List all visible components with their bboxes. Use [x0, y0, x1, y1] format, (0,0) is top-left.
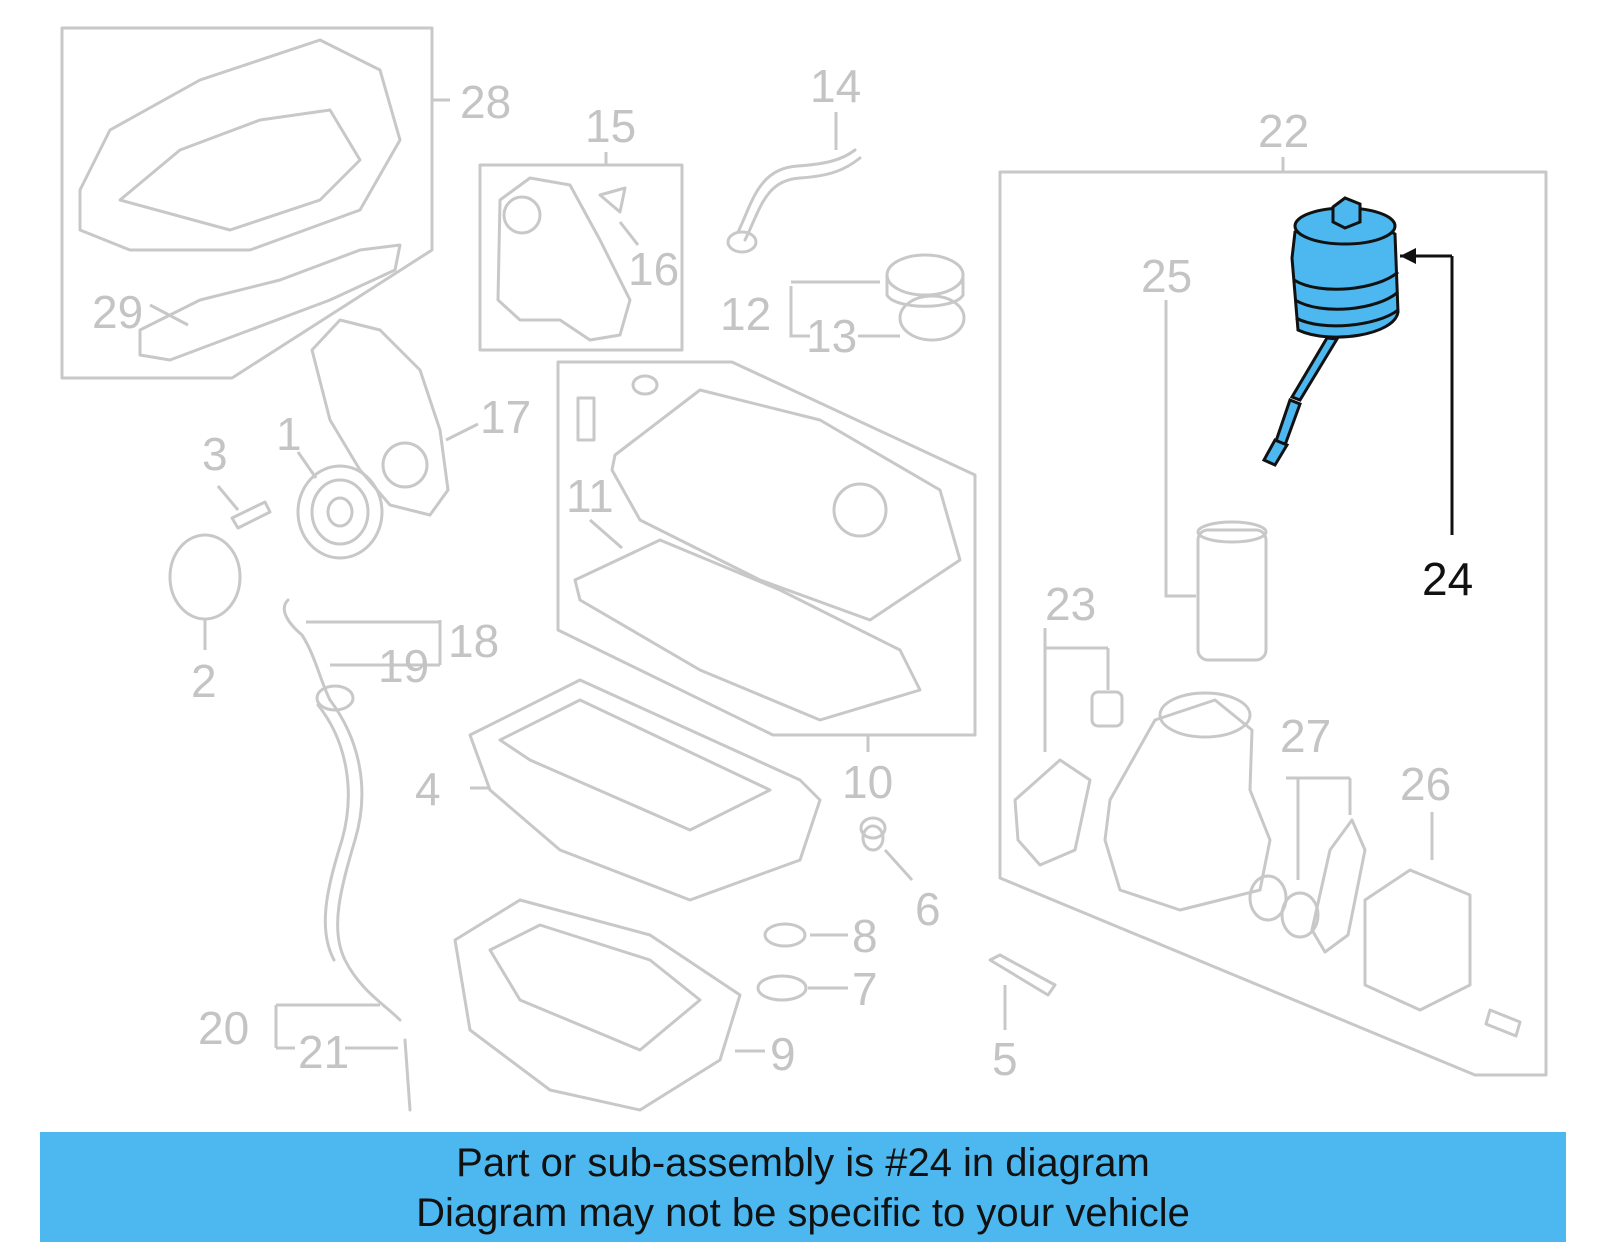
crank-pulley — [168, 451, 384, 650]
callout-28[interactable]: 28 — [460, 76, 511, 128]
callout-12[interactable]: 12 — [720, 288, 771, 340]
callout-22[interactable]: 22 — [1258, 105, 1309, 157]
callout-11[interactable]: 11 — [566, 470, 614, 522]
info-banner: Part or sub-assembly is #24 in diagram D… — [40, 1132, 1566, 1242]
callout-19[interactable]: 19 — [378, 640, 429, 692]
callout-23[interactable]: 23 — [1045, 578, 1096, 630]
oil-filter-cap-highlighted[interactable] — [1261, 196, 1400, 467]
banner-disclaimer-line: Diagram may not be specific to your vehi… — [416, 1191, 1190, 1235]
callout-3[interactable]: 3 — [202, 428, 228, 480]
callout-6[interactable]: 6 — [915, 883, 941, 935]
callout-10[interactable]: 10 — [842, 756, 893, 808]
callout-20[interactable]: 20 — [198, 1002, 249, 1054]
callout-17[interactable]: 17 — [480, 391, 531, 443]
oil-filter-housing-group — [998, 157, 1548, 1077]
callout-4[interactable]: 4 — [415, 763, 441, 815]
callout-27[interactable]: 27 — [1280, 710, 1331, 762]
lower-oil-pan — [453, 898, 765, 1112]
callout-13[interactable]: 13 — [806, 310, 857, 362]
callout-18[interactable]: 18 — [448, 615, 499, 667]
callout-14[interactable]: 14 — [810, 60, 861, 112]
sealant-tube — [988, 953, 1057, 1030]
intake-manifold-group — [60, 26, 450, 380]
callout-1[interactable]: 1 — [276, 408, 302, 460]
oil-filler-cap — [789, 253, 966, 342]
callout-7[interactable]: 7 — [852, 963, 878, 1015]
callout-25[interactable]: 25 — [1141, 250, 1192, 302]
lower-timing-cover — [310, 318, 479, 517]
valve-cover-group — [556, 360, 977, 752]
banner-part-line: Part or sub-assembly is #24 in diagram — [456, 1141, 1150, 1185]
callout-9[interactable]: 9 — [770, 1028, 796, 1080]
callout-16[interactable]: 16 — [628, 243, 679, 295]
dipstick-assembly — [274, 598, 442, 1112]
breather-hose — [726, 112, 862, 254]
callout-24-leader — [1400, 248, 1454, 535]
timing-cover-group — [478, 152, 684, 352]
callout-5[interactable]: 5 — [992, 1033, 1018, 1085]
callout-24[interactable]: 24 — [1422, 553, 1473, 605]
upper-oil-pan — [468, 678, 822, 902]
callout-15[interactable]: 15 — [585, 100, 636, 152]
callout-29[interactable]: 29 — [92, 286, 143, 338]
callout-8[interactable]: 8 — [852, 910, 878, 962]
callout-2[interactable]: 2 — [191, 655, 217, 707]
callout-26[interactable]: 26 — [1400, 758, 1451, 810]
drain-plug-and-seals — [756, 816, 914, 1002]
callout-21[interactable]: 21 — [298, 1026, 349, 1078]
